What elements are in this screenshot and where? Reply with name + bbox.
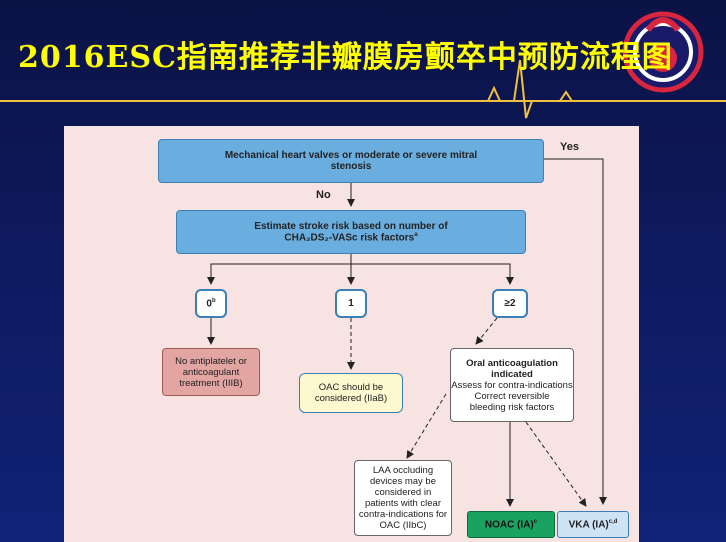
no-antiplatelet-box: No antiplatelet or anticoagulant treatme… — [162, 348, 260, 396]
header-decoration — [0, 11, 726, 119]
score-2-box: ≥2 — [492, 289, 528, 318]
arrow-score2-to-oral — [475, 317, 498, 345]
oral-anticoagulation-box: Oral anticoagulation indicated Assess fo… — [450, 348, 574, 422]
heart-logo-icon — [622, 11, 704, 93]
page-title: 2016ESC指南推荐非瓣膜房颤卒中预防流程图 — [18, 40, 673, 75]
vka-box: VKA (IA)c,d — [557, 511, 629, 538]
ecg-trace — [470, 59, 726, 119]
noac-box: NOAC (IA)c — [467, 511, 555, 538]
arrow-risk-to-score0 — [207, 263, 351, 285]
no-label: No — [316, 189, 331, 201]
oac-considered-box: OAC should be considered (IIaB) — [299, 373, 403, 413]
score-0-box: 0b — [195, 289, 227, 318]
score-1-box: 1 — [335, 289, 367, 318]
arrow-yes-to-vka — [542, 158, 607, 505]
valve-box: Mechanical heart valves or moderate or s… — [158, 139, 544, 183]
flowchart-panel: Mechanical heart valves or moderate or s… — [64, 126, 639, 542]
risk-box: Estimate stroke risk based on number of … — [176, 210, 526, 254]
yes-label: Yes — [560, 141, 579, 153]
arrow-risk-to-score2 — [351, 263, 514, 285]
flowchart-connectors — [207, 158, 607, 507]
arrow-oral-to-laa — [406, 393, 447, 459]
arrow-oral-to-vka — [525, 421, 587, 507]
laa-box: LAA occluding devices may be considered … — [354, 460, 452, 536]
